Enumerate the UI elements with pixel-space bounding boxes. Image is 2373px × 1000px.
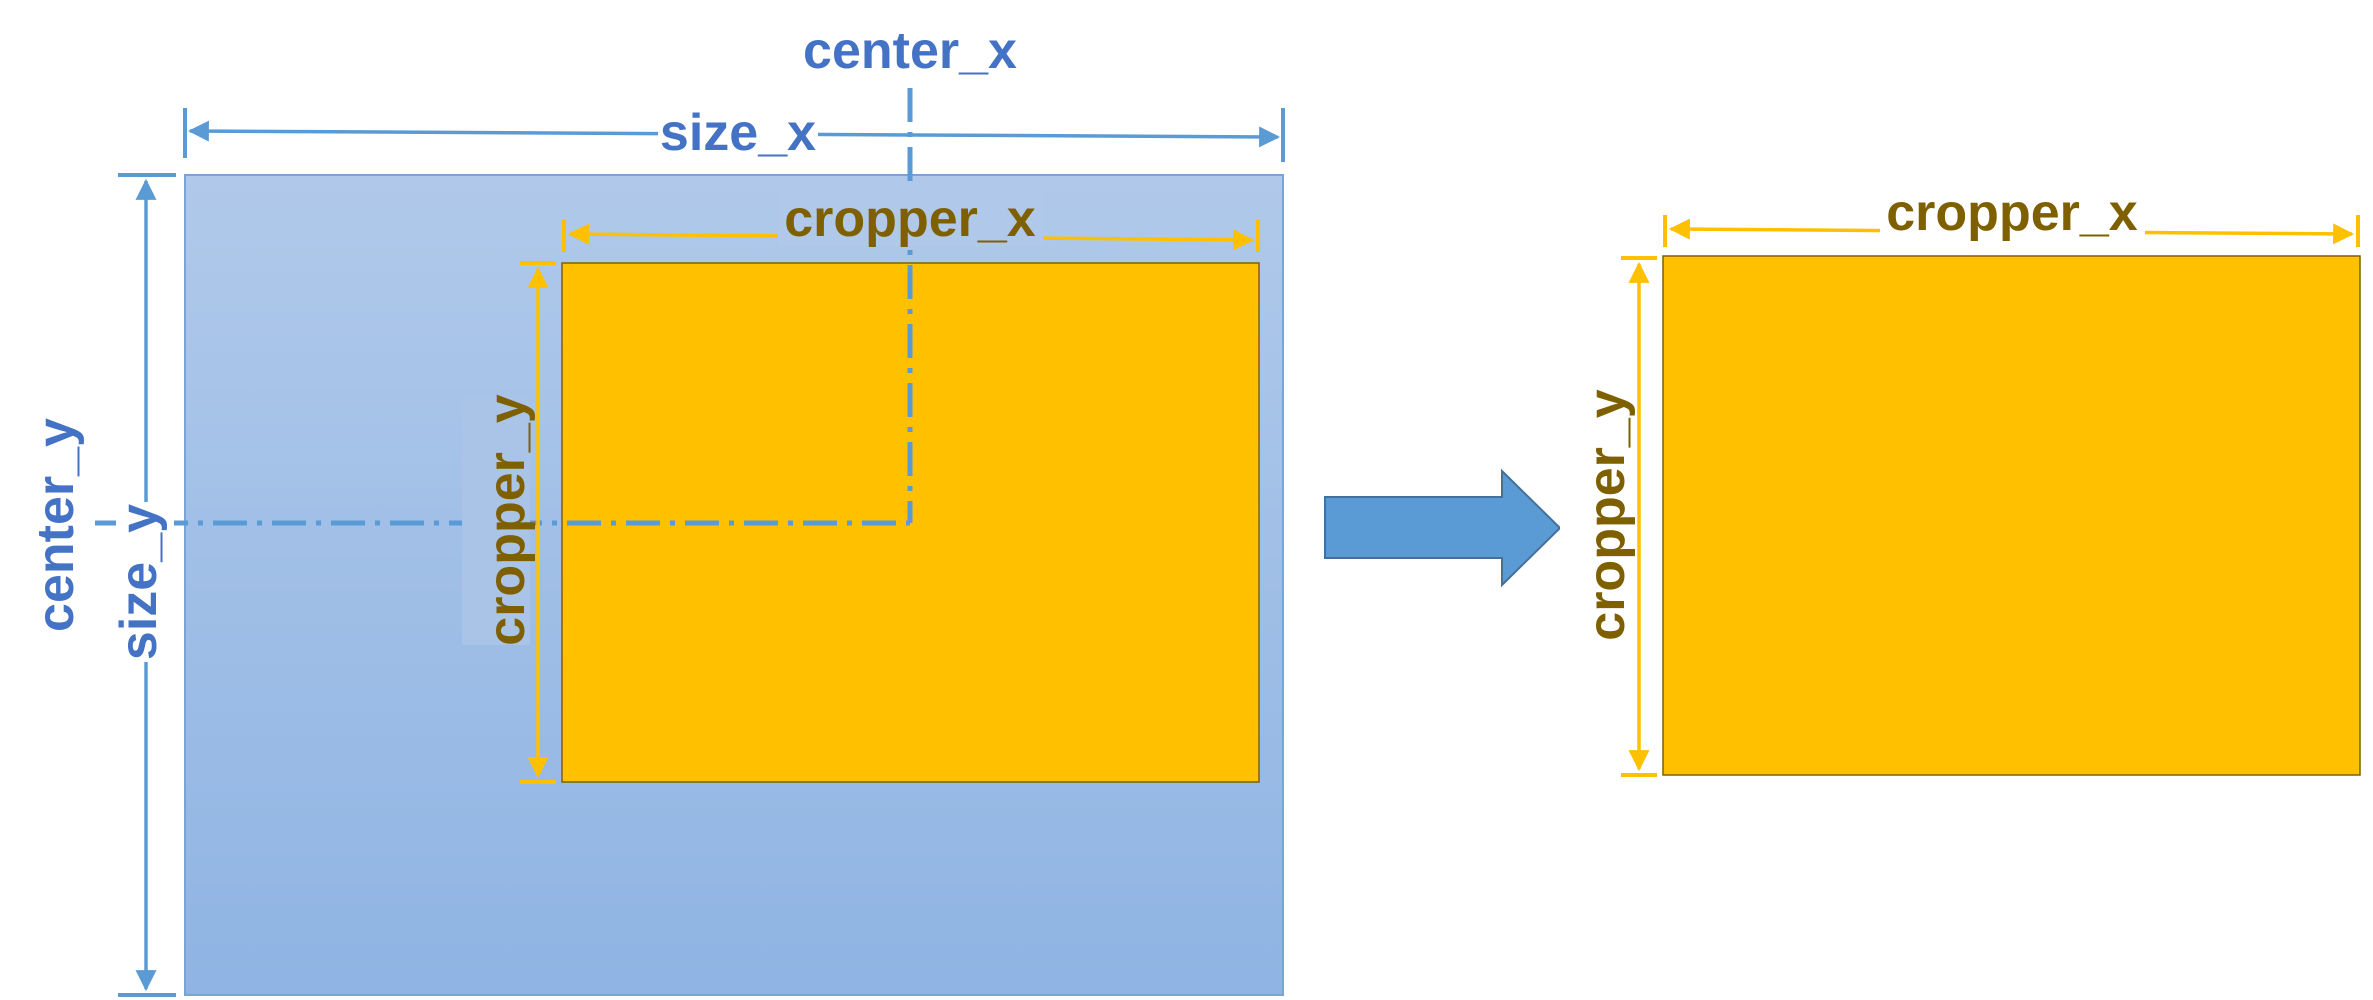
cropper-y-right-dimension: cropper_y	[1560, 256, 1657, 777]
cropper-x-right-dimension: cropper_x	[1663, 184, 2360, 247]
size-x-dimension: size_x	[183, 104, 1285, 162]
cropped-output-rect	[1662, 255, 2361, 776]
transform-arrow	[1324, 468, 1562, 588]
cropper-x-left-dimension: cropper_x	[562, 188, 1260, 252]
center-y-label: center_y	[27, 418, 85, 632]
center-x-label: center_x	[803, 22, 1017, 80]
cropper-x-right-label: cropper_x	[1886, 184, 2138, 242]
size-y-dimension: size_y	[110, 173, 176, 997]
cropper-y-left-label: cropper_y	[478, 394, 536, 646]
cropper-x-left-label: cropper_x	[784, 190, 1036, 248]
cropper-y-right-label: cropper_y	[1578, 389, 1636, 641]
size-y-label: size_y	[110, 504, 168, 660]
size-x-label: size_x	[660, 104, 816, 162]
cropper-y-left-dimension: cropper_y	[462, 261, 556, 784]
